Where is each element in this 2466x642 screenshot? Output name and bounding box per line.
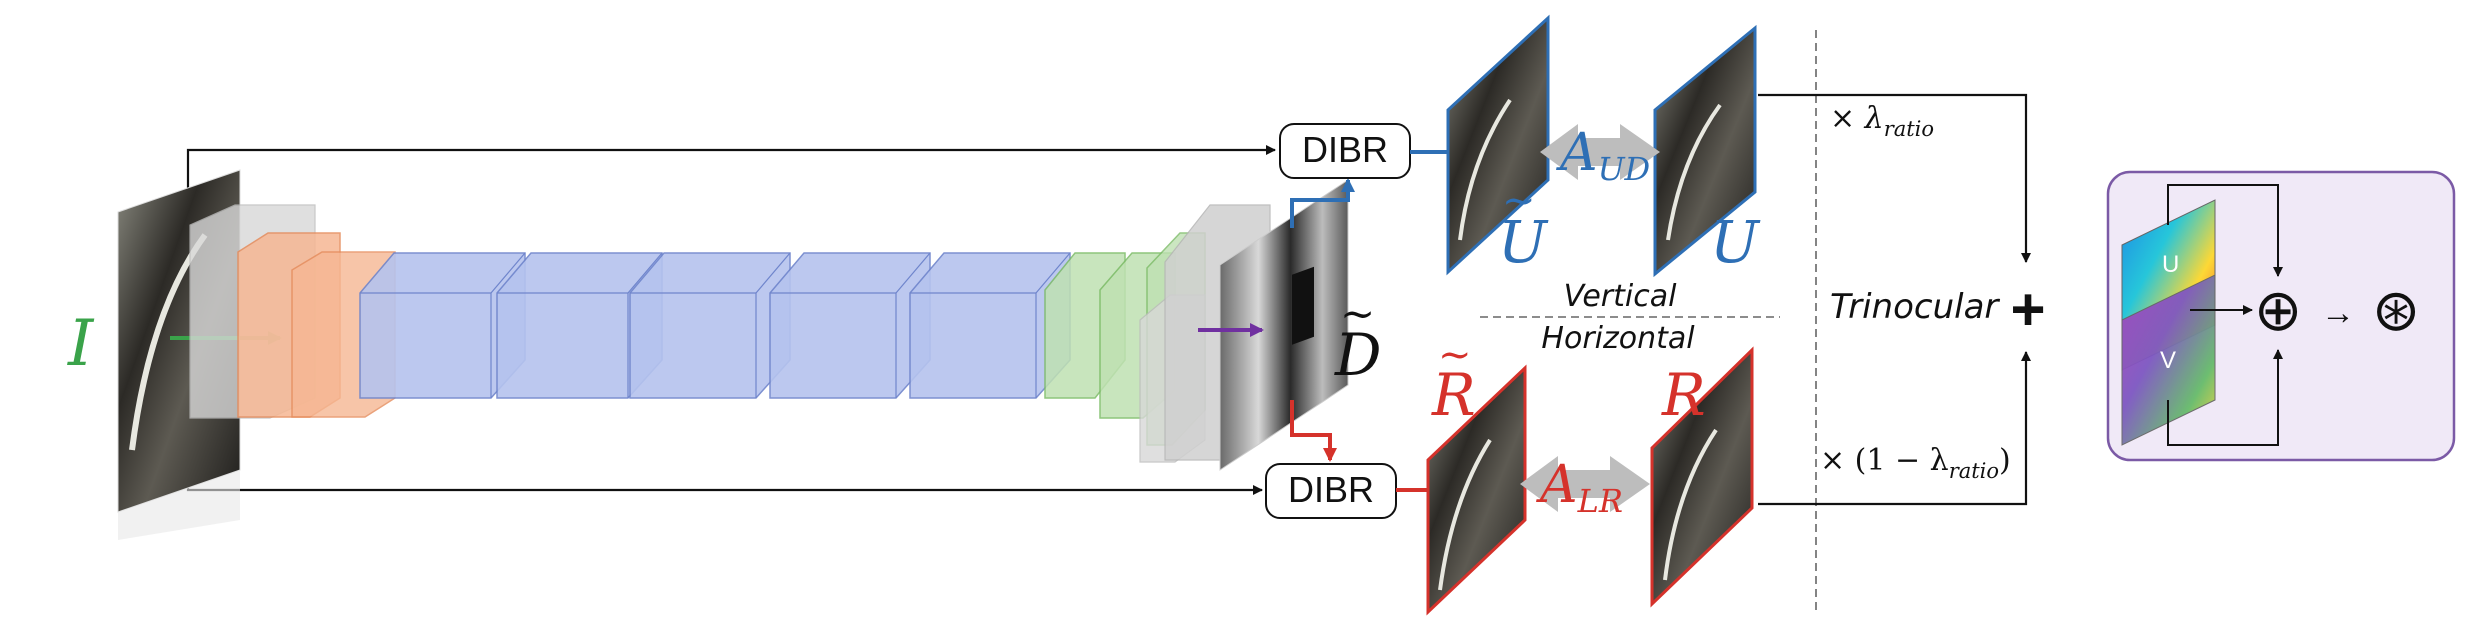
dibr-top-box: DIBR <box>1279 123 1411 179</box>
circledast-symbol: ⊛ <box>2372 278 2421 343</box>
panel-bottom-loop <box>2167 349 2283 446</box>
a-lr-label: ALR <box>1536 455 1623 520</box>
horizontal-label: Horizontal <box>1541 321 1695 356</box>
depth-map-image <box>1219 179 1349 471</box>
a-ud-base: A <box>1556 123 1598 183</box>
v-map-letter: V <box>2160 347 2176 374</box>
top-bypass-line <box>186 145 1276 190</box>
fusion-module-panel: U V ⊕ → ⊛ <box>2106 170 2456 462</box>
v-feature-map <box>2121 274 2216 446</box>
a-ud-arrow <box>1540 124 1660 180</box>
u-tilde-image <box>1446 14 1550 276</box>
depth-to-bottom-dibr-arrow <box>1290 400 1337 462</box>
u-image <box>1653 24 1757 278</box>
u-tilde-tilde: ~ <box>1502 178 1536 224</box>
vertical-label: Vertical <box>1564 279 1678 314</box>
a-lr-arrow <box>1520 456 1650 512</box>
bottom-weight-suffix: ) <box>1999 443 2011 478</box>
dibr-bottom-box: DIBR <box>1265 463 1397 519</box>
oplus-symbol: ⊕ <box>2254 278 2303 343</box>
panel-top-loop <box>2167 184 2283 277</box>
trinocular-label: Trinocular <box>1830 287 2000 327</box>
top-weight-line <box>1758 93 2031 263</box>
bottom-weight-sub: ratio <box>1949 459 1999 483</box>
top-weight-label: × λratio <box>1830 101 1934 141</box>
bottom-bypass-line <box>186 440 1263 495</box>
a-ud-label: AUD <box>1556 123 1650 188</box>
a-lr-base: A <box>1536 455 1578 515</box>
bottom-weight-prefix: × (1 − λ <box>1820 443 1949 478</box>
top-weight-sub: ratio <box>1884 117 1934 141</box>
panel-arrow-symbol: → <box>2321 294 2355 332</box>
u-label: U <box>1710 208 1761 276</box>
r-tilde-label: R <box>1431 361 1476 429</box>
a-ud-sub: UD <box>1598 150 1651 188</box>
input-label: I <box>67 307 95 381</box>
r-tilde-image <box>1426 364 1527 616</box>
depth-tilde: ~ <box>1340 289 1375 338</box>
fusion-plus: + <box>2010 276 2045 343</box>
r-image <box>1650 346 1754 608</box>
u-map-letter: U <box>2162 251 2179 278</box>
blue-encoder-blocks <box>359 252 1071 399</box>
dibr-top-label: DIBR <box>1302 129 1388 170</box>
r-tilde-tilde: ~ <box>1438 332 1472 378</box>
depth-label: D <box>1334 321 1382 389</box>
r-label: R <box>1661 361 1706 429</box>
depth-to-top-dibr-arrow <box>1290 178 1355 228</box>
bottom-weight-label: × (1 − λratio) <box>1820 443 2011 483</box>
dibr-bottom-label: DIBR <box>1288 469 1374 510</box>
u-tilde-label: U <box>1498 208 1549 276</box>
top-weight-prefix: × λ <box>1830 101 1884 136</box>
a-lr-sub: LR <box>1577 482 1623 520</box>
bottom-weight-line <box>1758 351 2031 506</box>
